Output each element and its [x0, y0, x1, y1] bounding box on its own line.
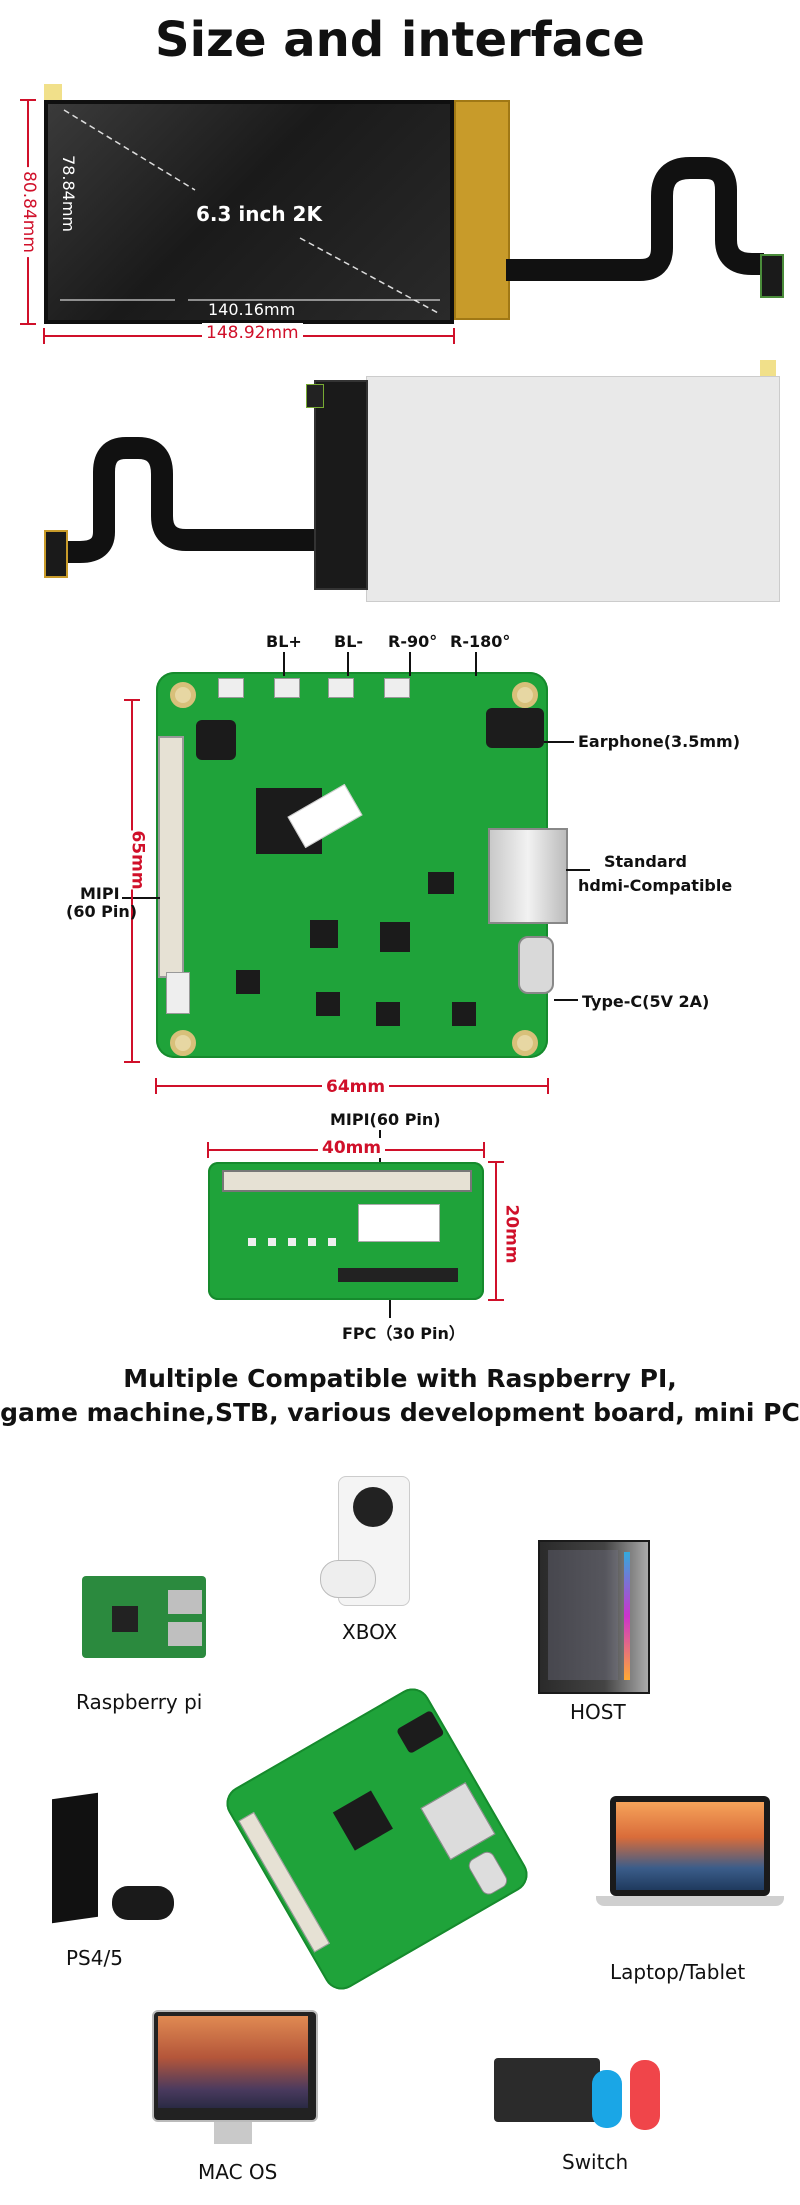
caption-mac: MAC OS — [198, 2160, 278, 2184]
switch-joycon-blue — [592, 2070, 622, 2128]
label-bl-minus: BL- — [334, 632, 364, 651]
caption-host: HOST — [570, 1700, 626, 1724]
caption-laptop: Laptop/Tablet — [610, 1960, 746, 1984]
switch-dock — [494, 2058, 600, 2122]
typec-port — [518, 936, 554, 994]
raspberry-pi-board — [82, 1576, 206, 1658]
laptop-screen — [610, 1796, 770, 1896]
center-driver-board — [219, 1681, 535, 1997]
hdmi-port — [488, 828, 568, 924]
corner-marker — [44, 84, 62, 100]
audio-jack — [486, 708, 544, 748]
side-header — [166, 972, 190, 1014]
label-r90: R-90° — [388, 632, 438, 651]
adapter-board — [208, 1162, 484, 1300]
dim-active-width: 140.16mm — [208, 300, 296, 319]
adapter-bottom-label: FPC（30 Pin） — [342, 1324, 465, 1343]
dim-board-width: 64mm — [322, 1077, 390, 1097]
label-bl-plus: BL+ — [266, 632, 302, 651]
caption-switch: Switch — [562, 2150, 629, 2174]
adapter-sticker — [358, 1204, 440, 1242]
adapter-fpc-connector — [338, 1268, 458, 1282]
page-title: Size and interface — [155, 12, 645, 68]
label-typec: Type-C(5V 2A) — [582, 992, 710, 1011]
label-hdmi-2: hdmi-Compatible — [578, 876, 733, 895]
dim-adapter-width: 40mm — [318, 1138, 386, 1158]
driver-board — [156, 672, 568, 1058]
compat-line-1: Multiple Compatible with Raspberry PI, — [123, 1364, 677, 1393]
label-earphone: Earphone(3.5mm) — [578, 732, 741, 751]
label-r180: R-180° — [450, 632, 511, 651]
fpc-cable-back — [62, 437, 314, 563]
caption-xbox: XBOX — [342, 1620, 398, 1644]
adapter-mipi-connector — [222, 1170, 472, 1192]
gold-flex-board — [454, 100, 510, 320]
back-gold-flex — [314, 380, 368, 590]
ps-controller — [112, 1886, 174, 1920]
compat-line-2: game machine,STB, various development bo… — [0, 1398, 800, 1427]
back-small-chip — [306, 384, 324, 408]
xbox-controller — [320, 1560, 376, 1598]
label-mipi-2: (60 Pin) — [66, 902, 138, 921]
caption-raspberry: Raspberry pi — [76, 1690, 203, 1714]
label-mipi-1: MIPI — [80, 884, 120, 903]
imac-display — [152, 2010, 318, 2122]
host-pc-tower — [538, 1540, 650, 1694]
dim-adapter-height: 20mm — [501, 1204, 522, 1264]
imac-stand — [214, 2122, 252, 2144]
display-panel-back — [366, 376, 780, 602]
screen-label: 6.3 inch 2K — [196, 202, 322, 226]
inductor — [196, 720, 236, 760]
fpc-connector-top — [760, 254, 784, 298]
fpc-cable-top — [506, 157, 764, 281]
fpc-connector-back — [44, 530, 68, 578]
dim-outline-width: 148.92mm — [202, 323, 303, 343]
back-corner-marker — [760, 360, 776, 376]
screen-diagonal-lines — [60, 109, 441, 315]
playstation-console — [52, 1792, 98, 1924]
mipi-connector — [158, 736, 184, 978]
label-hdmi-1: Standard — [604, 852, 687, 871]
adapter-top-label: MIPI(60 Pin) — [330, 1110, 441, 1129]
caption-ps: PS4/5 — [66, 1946, 123, 1970]
display-panel-front: 6.3 inch 2K 140.16mm 78.84mm — [44, 100, 454, 324]
laptop-base — [596, 1896, 784, 1906]
switch-joycon-red — [630, 2060, 660, 2130]
